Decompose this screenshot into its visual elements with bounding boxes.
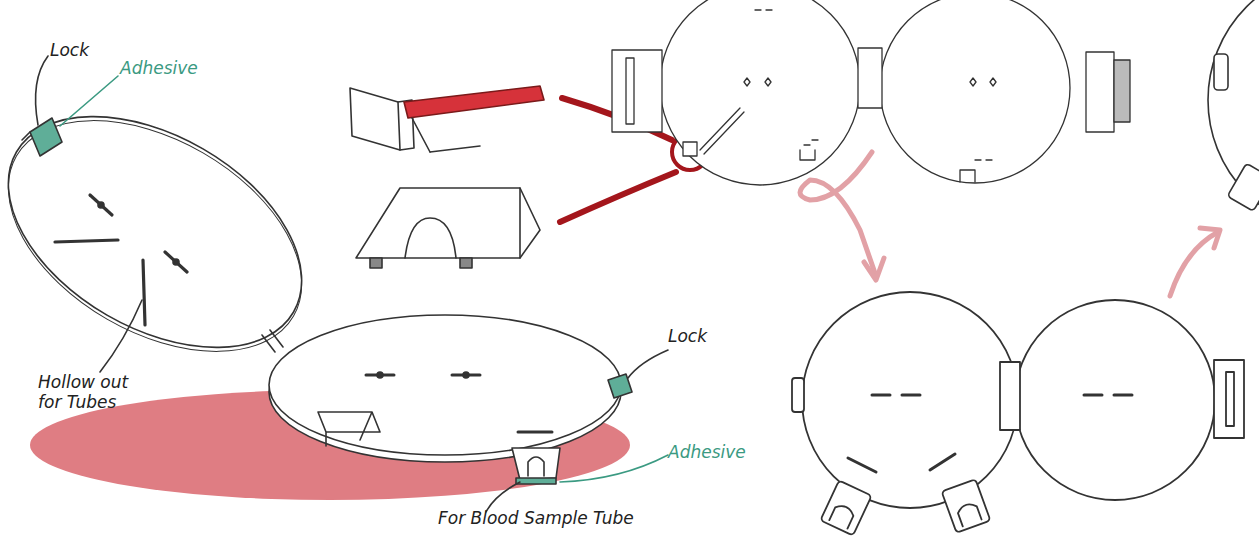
holder-detail: [412, 118, 430, 152]
pivot-dot: [377, 372, 383, 378]
leader-line: [486, 482, 520, 512]
lid-slots: [55, 195, 187, 325]
tube-clip: [512, 448, 560, 480]
pivot-dot: [98, 202, 104, 208]
process-arrow: [1170, 232, 1218, 296]
process-arrow: [800, 152, 876, 276]
leader-line: [100, 300, 142, 372]
pivot-dot: [173, 259, 179, 265]
feature-note: For Blood Sample Tube: [438, 508, 698, 528]
leader-line: [560, 455, 668, 482]
arrow-head: [1200, 228, 1220, 248]
holder-detail: [430, 146, 480, 152]
material-label: Adhesive: [668, 442, 778, 462]
folded-pattern: [792, 292, 1244, 536]
lock-tab: [30, 118, 62, 156]
bridge-arch: [405, 218, 456, 258]
base-disc: [269, 315, 621, 455]
bridge-detail: [519, 188, 521, 258]
leader-line: [628, 350, 668, 378]
bridge-foot: [460, 258, 472, 268]
lid-disc-edge: [0, 73, 342, 399]
part-label: Lock: [50, 40, 130, 60]
pivot-dot: [463, 372, 469, 378]
clip-adhesive: [516, 478, 556, 484]
hinge: [262, 330, 283, 352]
bridge-detail: [356, 188, 540, 258]
arrow-head: [864, 258, 884, 280]
slot-marks: [872, 394, 1132, 397]
holder-detail: [350, 88, 400, 150]
leader-line: [60, 76, 118, 126]
tube-clip-opening: [528, 457, 544, 476]
feature-note: Hollow out for Tubes: [38, 372, 148, 412]
lid-disc: [0, 69, 342, 395]
tube-stand: [318, 412, 380, 446]
bridge-foot: [370, 258, 382, 268]
tube-slot: [518, 431, 552, 434]
blood-tube: [404, 86, 544, 118]
leader-line: [36, 56, 48, 125]
lock-edge: [22, 132, 30, 140]
part-label: Lock: [668, 326, 748, 346]
partial-pattern: [1208, 0, 1259, 232]
material-label: Adhesive: [120, 58, 230, 78]
callout-scribble: [560, 172, 676, 222]
